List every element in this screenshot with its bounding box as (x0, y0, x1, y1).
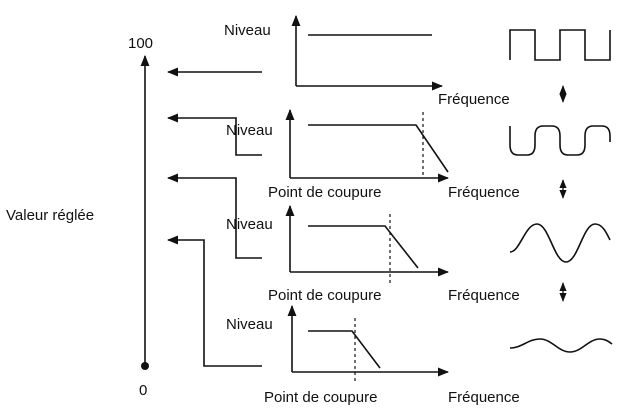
panel-2-response-curve (308, 124, 449, 173)
panel-2: Niveau Point de coupure Fréquence (226, 108, 611, 201)
panel-1-x-label: Fréquence (438, 91, 510, 108)
panel-2-x-label: Fréquence (448, 184, 520, 201)
scale-bottom-label: 0 (139, 382, 147, 399)
panel-1-y-label: Niveau (224, 22, 271, 39)
panel-3-x-label: Fréquence (448, 287, 520, 304)
panel-4: Niveau Point de coupure Fréquence (226, 304, 613, 406)
connector-arrow-4 (166, 235, 262, 367)
scale-axis-label: Valeur réglée (6, 207, 94, 224)
connector-arrow-3 (166, 173, 262, 259)
panel-2-y-label: Niveau (226, 122, 273, 139)
panel-4-response-curve (308, 330, 381, 369)
panel-4-cutoff-label: Point de coupure (264, 389, 377, 406)
square-wave-icon (509, 29, 611, 61)
scale-origin-dot (141, 362, 149, 370)
panel-3-y-label: Niveau (226, 216, 273, 233)
panel-2-cutoff-label: Point de coupure (268, 184, 381, 201)
small-sine-wave-icon (509, 338, 613, 353)
connector-arrows (166, 67, 262, 367)
setting-scale: 100 0 Valeur réglée (6, 35, 153, 399)
scale-top-label: 100 (128, 35, 153, 52)
panel-3: Niveau Point de coupure Fréquence (226, 204, 611, 304)
connector-arrow-2 (166, 113, 262, 156)
sine-wave-icon (509, 223, 611, 263)
panel-3-cutoff-label: Point de coupure (268, 287, 381, 304)
panel-3-response-curve (308, 225, 419, 269)
panel-4-y-label: Niveau (226, 316, 273, 333)
panel-1: Niveau Fréquence (224, 14, 611, 108)
panel-4-x-label: Fréquence (448, 389, 520, 406)
rounded-square-wave-icon (509, 125, 611, 156)
